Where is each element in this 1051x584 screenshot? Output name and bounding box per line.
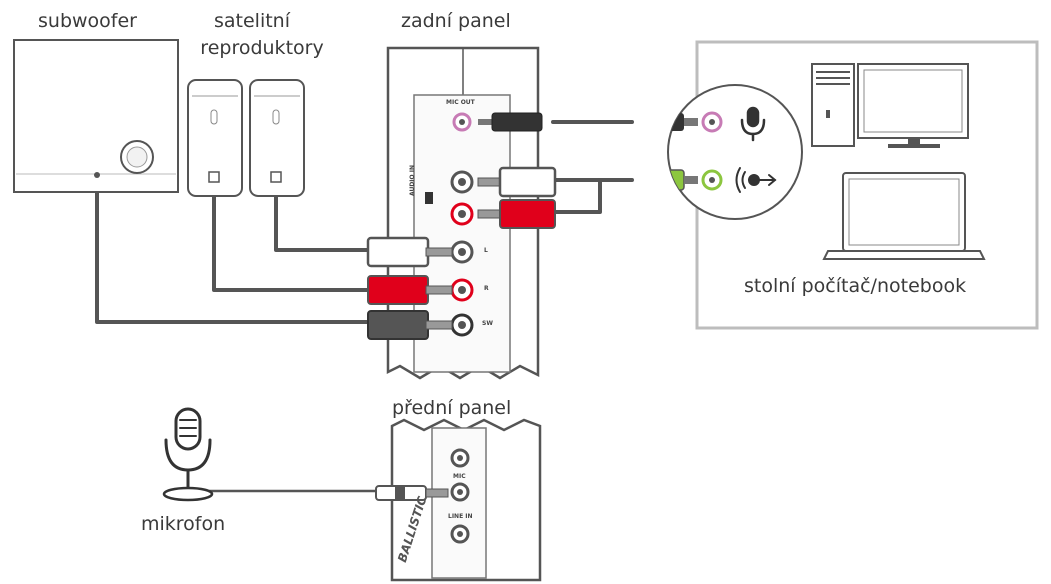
- rear-plugs: [366, 112, 557, 340]
- subwoofer-unit: [13, 39, 179, 193]
- speaker-out-icon: [735, 167, 777, 193]
- desktop-tower-icon: [811, 63, 855, 147]
- front-label-line-in: LINE IN: [448, 513, 473, 520]
- studio-microphone-icon: [162, 407, 214, 502]
- label-satellites-line2: reproduktory: [200, 37, 324, 59]
- label-satellites-line1: satelitní: [213, 10, 290, 32]
- cable-satellite-right: [212, 178, 370, 292]
- front-label-mic: MIC: [453, 473, 466, 480]
- satellite-speakers: [187, 79, 305, 197]
- label-rear-panel: zadní panel: [401, 10, 511, 32]
- front-panel: [375, 418, 542, 582]
- computer-jacks-zoom: [667, 84, 803, 220]
- label-computer: stolní počítač/notebook: [744, 275, 967, 297]
- rear-label-sub: SW: [482, 320, 493, 327]
- rear-label-right: R: [484, 285, 489, 292]
- rear-label-left: L: [484, 247, 488, 254]
- rear-label-audio-in: AUDIO IN: [409, 165, 416, 196]
- cable-audio-in: [553, 178, 602, 214]
- satellite-speaker-left: [187, 79, 243, 197]
- satellite-speaker-right: [249, 79, 305, 197]
- monitor-icon: [857, 63, 969, 148]
- label-front-panel: přední panel: [392, 397, 512, 419]
- label-subwoofer: subwoofer: [38, 10, 137, 32]
- cables: [95, 120, 634, 493]
- cable-subwoofer: [95, 173, 370, 324]
- label-microphone: mikrofon: [141, 513, 226, 535]
- cable-satellite-left: [274, 178, 370, 252]
- microphone-icon: [740, 106, 766, 142]
- laptop-icon: [822, 172, 986, 260]
- rear-label-mic-out: MIC OUT: [446, 99, 475, 106]
